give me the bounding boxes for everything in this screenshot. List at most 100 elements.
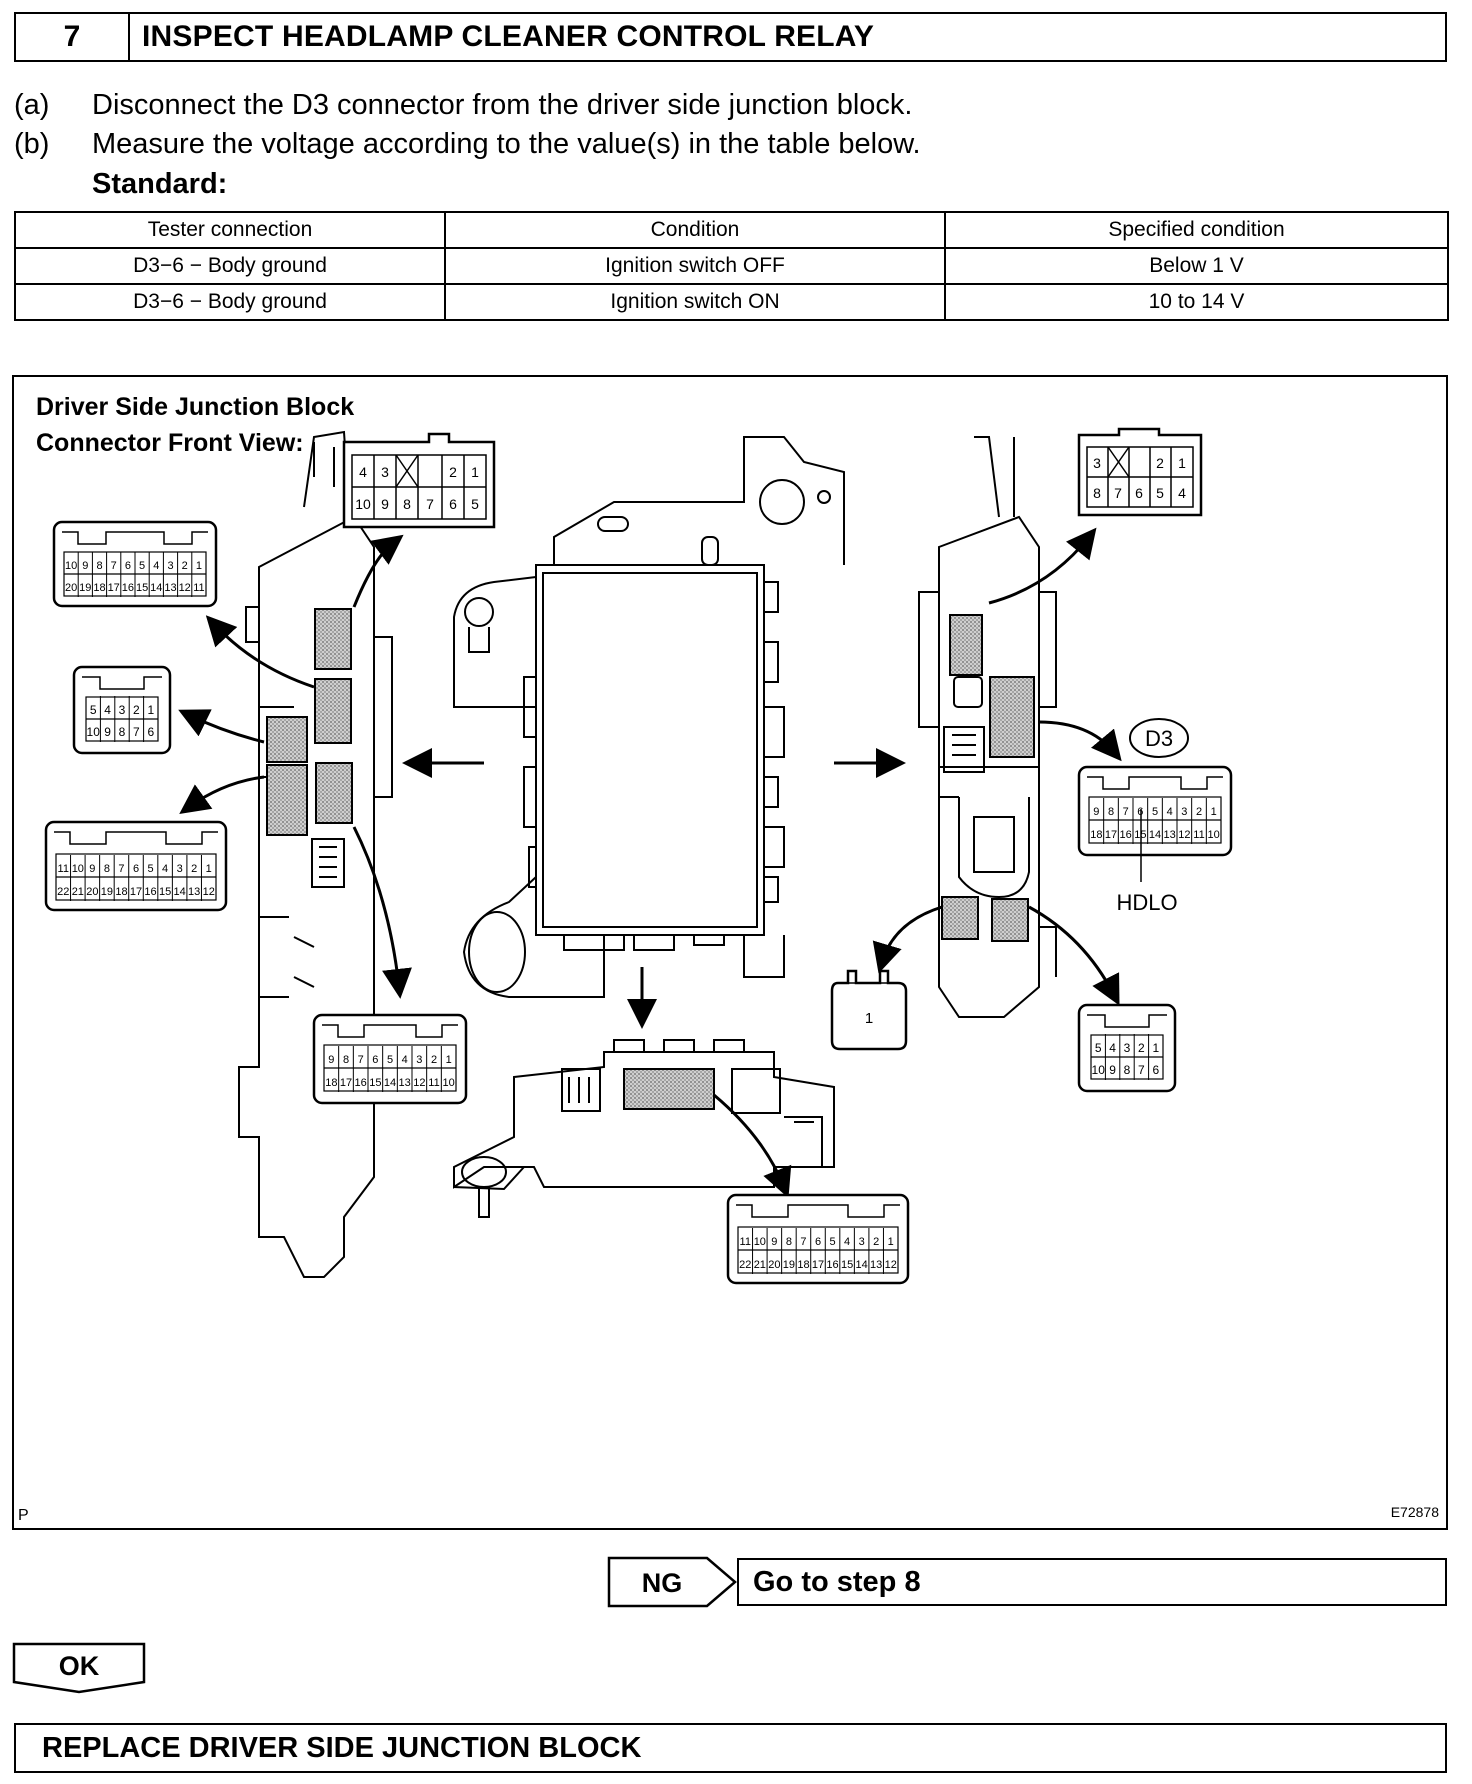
instruction-b: (b)Measure the voltage according to the …: [14, 130, 921, 159]
pin-label: 4: [844, 1236, 850, 1248]
pin-label: 18: [797, 1259, 809, 1271]
pin-label: 5: [471, 496, 479, 512]
pin-label: 6: [449, 496, 457, 512]
pin-label: 12: [1178, 829, 1190, 841]
pin-label: 17: [340, 1077, 352, 1089]
connector-1pin: 1: [830, 969, 908, 1051]
pin-label: 3: [167, 560, 173, 572]
table-row: D3−6 − Body ground Ignition switch OFF B…: [14, 247, 1449, 285]
pin-label: 3: [1124, 1041, 1131, 1055]
pin-label: 1: [1211, 806, 1217, 818]
right-block-drawing: [918, 436, 1057, 1018]
ng-arrow-box: NG: [607, 1556, 737, 1608]
pin-label: 4: [402, 1054, 408, 1066]
pin-label: 3: [119, 703, 126, 717]
pin-label: 16: [1120, 829, 1132, 841]
pin-label: 3: [1181, 806, 1187, 818]
pin-label: 8: [403, 496, 411, 512]
pin-label: 4: [1109, 1041, 1116, 1055]
pin-label: 4: [1167, 806, 1173, 818]
d3-connector-label: D3: [1129, 718, 1189, 758]
figure-id: E72878: [1391, 1504, 1439, 1520]
pin-label: 3: [416, 1054, 422, 1066]
pin-label: 13: [188, 886, 200, 898]
pin-label: 5: [1152, 806, 1158, 818]
pin-label: 17: [130, 886, 142, 898]
pin-label: 20: [768, 1259, 780, 1271]
pin-label: 4: [162, 863, 168, 875]
pin-label: 3: [381, 464, 389, 480]
instruction-text: Measure the voltage according to the val…: [92, 128, 921, 160]
pin-label: 7: [800, 1236, 806, 1248]
pin-label: 9: [1109, 1063, 1116, 1077]
pin-label: 2: [449, 464, 457, 480]
instruction-a: (a)Disconnect the D3 connector from the …: [14, 91, 912, 120]
pin-label: 17: [812, 1259, 824, 1271]
pin-label: 9: [381, 496, 389, 512]
table-header-row: Tester connection Condition Specified co…: [14, 211, 1449, 249]
pin-label: 9: [771, 1236, 777, 1248]
pin-label: 14: [384, 1077, 396, 1089]
pin-label: 1: [196, 560, 202, 572]
pin-label: 22: [57, 886, 69, 898]
pin-label: 9: [104, 725, 111, 739]
pin-label: 1: [1178, 455, 1186, 471]
pin-label: 12: [413, 1077, 425, 1089]
left-block-drawing: [238, 430, 393, 1278]
figure-title: Driver Side Junction Block: [36, 393, 354, 421]
pin-label: 4: [153, 560, 159, 572]
pin-label: 22: [739, 1259, 751, 1271]
pin-label: 1: [206, 863, 212, 875]
table-cell: 10 to 14 V: [944, 283, 1449, 321]
pin-label: 16: [144, 886, 156, 898]
step-header: 7 INSPECT HEADLAMP CLEANER CONTROL RELAY: [14, 12, 1447, 62]
pin-label: 4: [359, 464, 367, 480]
pin-label: 3: [859, 1236, 865, 1248]
pin-label: 21: [754, 1259, 766, 1271]
pin-label: 7: [118, 863, 124, 875]
pin-label: 7: [1114, 485, 1122, 501]
pin-label: 8: [1093, 485, 1101, 501]
pin-label: 17: [108, 582, 120, 594]
figure-subtitle: Connector Front View:: [36, 429, 304, 457]
pin-label: 2: [1138, 1041, 1145, 1055]
pin-label: 12: [179, 582, 191, 594]
pin-label: 19: [101, 886, 113, 898]
pin-label: 8: [119, 725, 126, 739]
ng-label: NG: [642, 1568, 683, 1598]
step-title: INSPECT HEADLAMP CLEANER CONTROL RELAY: [142, 20, 875, 53]
goto-step-link[interactable]: Go to step 8: [737, 1558, 1447, 1606]
pin-label: 8: [104, 863, 110, 875]
pin-label: 2: [191, 863, 197, 875]
pin-label: 19: [783, 1259, 795, 1271]
connector-10pin: 4 3 2 1 10 9 8 7 6 5: [342, 432, 496, 529]
pin-label: 5: [1156, 485, 1164, 501]
pin-label: 10: [355, 496, 371, 512]
pin-label: 9: [82, 560, 88, 572]
pin-label: 18: [325, 1077, 337, 1089]
pin-label: 7: [1138, 1063, 1145, 1077]
pin-label: 14: [856, 1259, 868, 1271]
pin-label: 1: [147, 703, 154, 717]
bottom-block-drawing: [453, 1039, 835, 1218]
pin-label: 4: [1178, 485, 1186, 501]
pin-label: 6: [125, 560, 131, 572]
pin-label: 5: [387, 1054, 393, 1066]
pin-label: 20: [65, 582, 77, 594]
pin-label: 16: [826, 1259, 838, 1271]
pin-label: 5: [829, 1236, 835, 1248]
pin-label: 21: [72, 886, 84, 898]
pin-label: 15: [136, 582, 148, 594]
pin-label: 9: [328, 1054, 334, 1066]
pin-label: 9: [89, 863, 95, 875]
pin-label: 9: [1093, 806, 1099, 818]
table-cell: D3−6 − Body ground: [14, 283, 446, 321]
pin-label: 17: [1105, 829, 1117, 841]
pin-label: 1: [471, 464, 479, 480]
pin-label: 8: [343, 1054, 349, 1066]
